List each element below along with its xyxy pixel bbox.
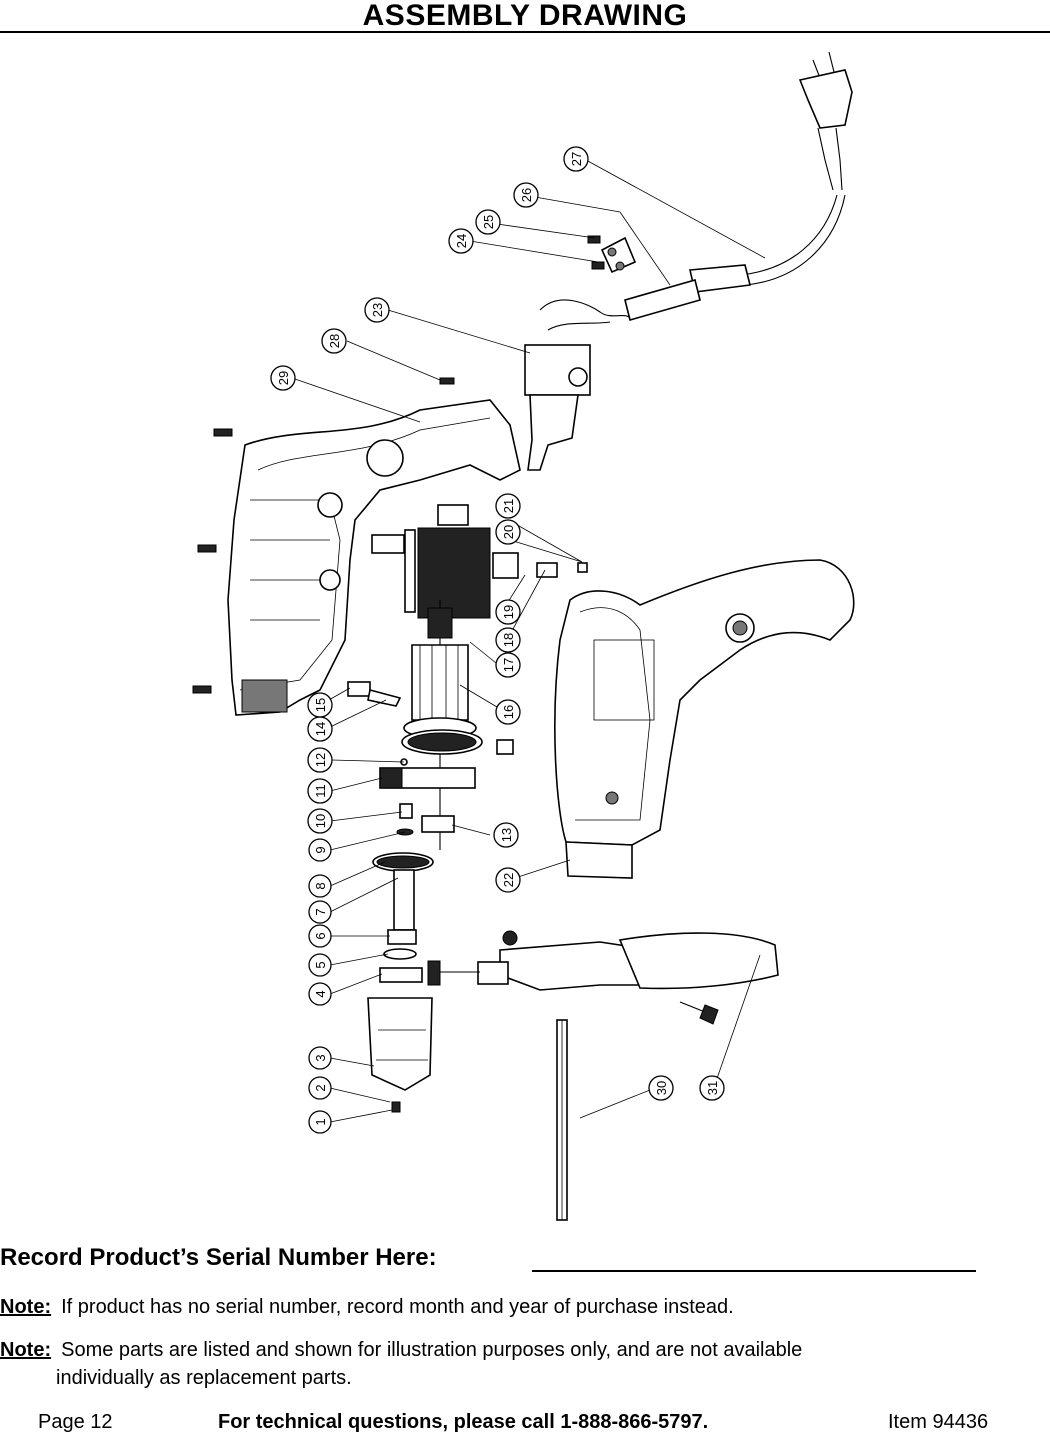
svg-text:16: 16 bbox=[501, 705, 516, 719]
screws bbox=[192, 377, 455, 694]
callout-20: 20 bbox=[495, 519, 521, 545]
serial-number-field[interactable] bbox=[532, 1270, 976, 1272]
callout-22: 22 bbox=[495, 867, 521, 893]
svg-text:12: 12 bbox=[313, 753, 328, 767]
callout-30: 30 bbox=[648, 1075, 674, 1101]
svg-text:7: 7 bbox=[313, 908, 328, 915]
callout-23: 23 bbox=[364, 297, 390, 323]
page-title: ASSEMBLY DRAWING bbox=[362, 0, 688, 32]
callout-1: 1 bbox=[308, 1110, 332, 1134]
page-number: Page 12 bbox=[38, 1411, 113, 1433]
svg-text:1: 1 bbox=[313, 1118, 328, 1125]
note-1: Note: If product has no serial number, re… bbox=[0, 1293, 734, 1321]
callout-2: 2 bbox=[308, 1076, 332, 1100]
assembly-drawing: 1 2 3 4 5 6 7 8 9 10 11 12 13 14 15 16 1… bbox=[0, 36, 1050, 1226]
power-cord bbox=[539, 51, 853, 331]
svg-text:3: 3 bbox=[313, 1054, 328, 1061]
note-1-text: If product has no serial number, record … bbox=[61, 1296, 734, 1318]
svg-text:14: 14 bbox=[313, 722, 328, 736]
callout-7: 7 bbox=[308, 900, 332, 924]
callout-4: 4 bbox=[308, 982, 332, 1006]
svg-text:23: 23 bbox=[370, 303, 385, 317]
leader-lines bbox=[291, 159, 766, 1123]
svg-text:17: 17 bbox=[501, 658, 516, 672]
svg-text:25: 25 bbox=[481, 215, 496, 229]
svg-text:22: 22 bbox=[501, 873, 516, 887]
callout-12: 12 bbox=[307, 747, 333, 773]
note-2-label: Note: bbox=[0, 1339, 52, 1361]
motor-stator bbox=[371, 504, 588, 619]
svg-text:20: 20 bbox=[501, 525, 516, 539]
callout-10: 10 bbox=[307, 808, 333, 834]
callout-14: 14 bbox=[307, 716, 333, 742]
callouts: 1 2 3 4 5 6 7 8 9 10 11 12 13 14 15 16 1… bbox=[270, 146, 725, 1134]
callout-25: 25 bbox=[475, 209, 501, 235]
brush-assembly bbox=[347, 681, 402, 707]
title-rule bbox=[0, 31, 1050, 33]
callout-8: 8 bbox=[308, 874, 332, 898]
svg-text:10: 10 bbox=[313, 814, 328, 828]
spindle-chuck bbox=[367, 869, 433, 1113]
side-handle bbox=[427, 930, 779, 1221]
svg-text:29: 29 bbox=[276, 371, 291, 385]
svg-text:11: 11 bbox=[313, 784, 328, 798]
gearbox bbox=[372, 717, 514, 872]
svg-text:5: 5 bbox=[313, 961, 328, 968]
callout-6: 6 bbox=[308, 924, 332, 948]
serial-number-label: Record Product’s Serial Number Here: bbox=[0, 1244, 437, 1271]
svg-text:4: 4 bbox=[313, 990, 328, 997]
callout-28: 28 bbox=[321, 328, 347, 354]
callout-21: 21 bbox=[495, 493, 521, 519]
svg-text:6: 6 bbox=[313, 932, 328, 939]
callout-19: 19 bbox=[495, 599, 521, 625]
callout-11: 11 bbox=[307, 778, 333, 804]
svg-text:19: 19 bbox=[501, 605, 516, 619]
callout-9: 9 bbox=[308, 838, 332, 862]
callout-3: 3 bbox=[308, 1046, 332, 1070]
callout-27: 27 bbox=[563, 146, 589, 172]
cord-clamp bbox=[587, 235, 637, 274]
tech-support-line: For technical questions, please call 1-8… bbox=[218, 1411, 709, 1433]
svg-text:26: 26 bbox=[519, 188, 534, 202]
svg-text:28: 28 bbox=[327, 334, 342, 348]
callout-15: 15 bbox=[307, 692, 333, 718]
callout-5: 5 bbox=[308, 953, 332, 977]
svg-text:18: 18 bbox=[501, 633, 516, 647]
callout-26: 26 bbox=[513, 182, 539, 208]
note-2-text-continued: individually as replacement parts. bbox=[56, 1367, 352, 1389]
page-header: ASSEMBLY DRAWING bbox=[0, 0, 1050, 34]
svg-text:30: 30 bbox=[654, 1081, 669, 1095]
note-1-label: Note: bbox=[0, 1296, 52, 1318]
right-housing bbox=[554, 559, 855, 879]
svg-text:31: 31 bbox=[705, 1081, 720, 1095]
svg-text:24: 24 bbox=[454, 234, 469, 248]
callout-17: 17 bbox=[495, 652, 521, 678]
exploded-view-svg: 1 2 3 4 5 6 7 8 9 10 11 12 13 14 15 16 1… bbox=[192, 51, 855, 1221]
item-number: Item 94436 bbox=[888, 1411, 989, 1433]
callout-13: 13 bbox=[493, 822, 519, 848]
note-2-text: Some parts are listed and shown for illu… bbox=[61, 1339, 803, 1361]
note-2: Note: Some parts are listed and shown for… bbox=[0, 1336, 1020, 1364]
callout-16: 16 bbox=[495, 699, 521, 725]
svg-text:21: 21 bbox=[501, 499, 516, 513]
svg-text:8: 8 bbox=[313, 882, 328, 889]
svg-text:2: 2 bbox=[313, 1084, 328, 1091]
svg-text:13: 13 bbox=[499, 828, 514, 842]
left-housing bbox=[227, 399, 521, 716]
callout-24: 24 bbox=[448, 228, 474, 254]
svg-text:27: 27 bbox=[569, 152, 584, 166]
callout-31: 31 bbox=[699, 1075, 725, 1101]
callout-29: 29 bbox=[270, 365, 296, 391]
switch bbox=[524, 344, 591, 471]
callout-18: 18 bbox=[495, 627, 521, 653]
armature bbox=[411, 600, 469, 850]
svg-text:9: 9 bbox=[313, 846, 328, 853]
svg-text:15: 15 bbox=[313, 698, 328, 712]
page-footer: Page 12 For technical questions, please … bbox=[0, 1408, 1050, 1436]
